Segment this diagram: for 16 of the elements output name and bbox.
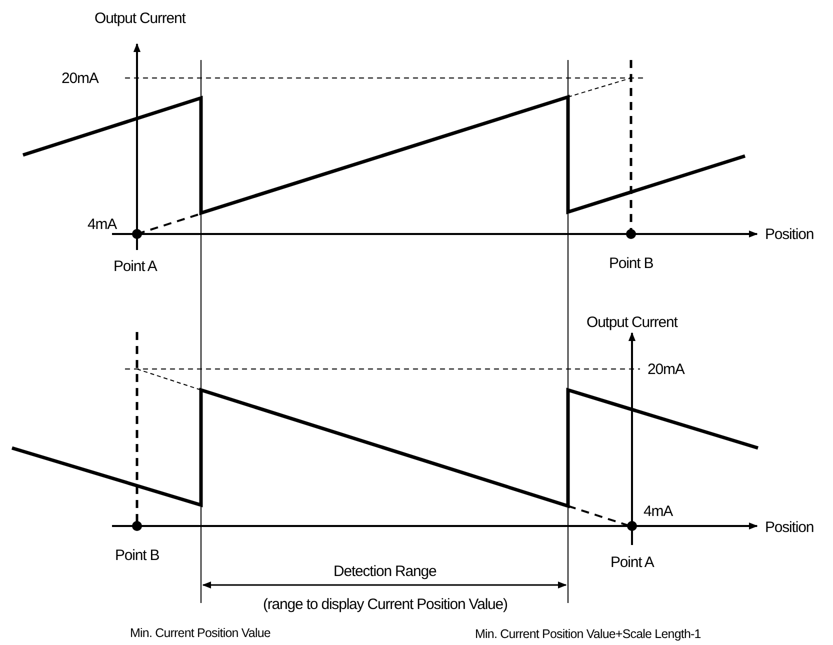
dimension-label: Detection Range (334, 564, 436, 578)
axis-label: Position (765, 226, 814, 242)
tick-label: 4mA (88, 216, 117, 232)
position-label: Min. Current Position Value+Scale Length-1 (475, 628, 701, 640)
tick-label: 20mA (648, 362, 684, 376)
axis-label: Position (765, 520, 814, 534)
dimension-label: (range to display Current Position Value) (263, 596, 508, 612)
point-label: Point B (115, 548, 160, 562)
point-label: Point A (114, 258, 157, 274)
position-label: Min. Current Position Value (130, 626, 270, 639)
tick-label: 4mA (644, 504, 673, 518)
point-label: Point B (609, 256, 654, 270)
axis-label: Output Current (586, 314, 678, 330)
tick-label: 20mA (62, 70, 98, 86)
point-label: Point A (610, 554, 654, 570)
axis-label: Output Current (94, 10, 186, 26)
